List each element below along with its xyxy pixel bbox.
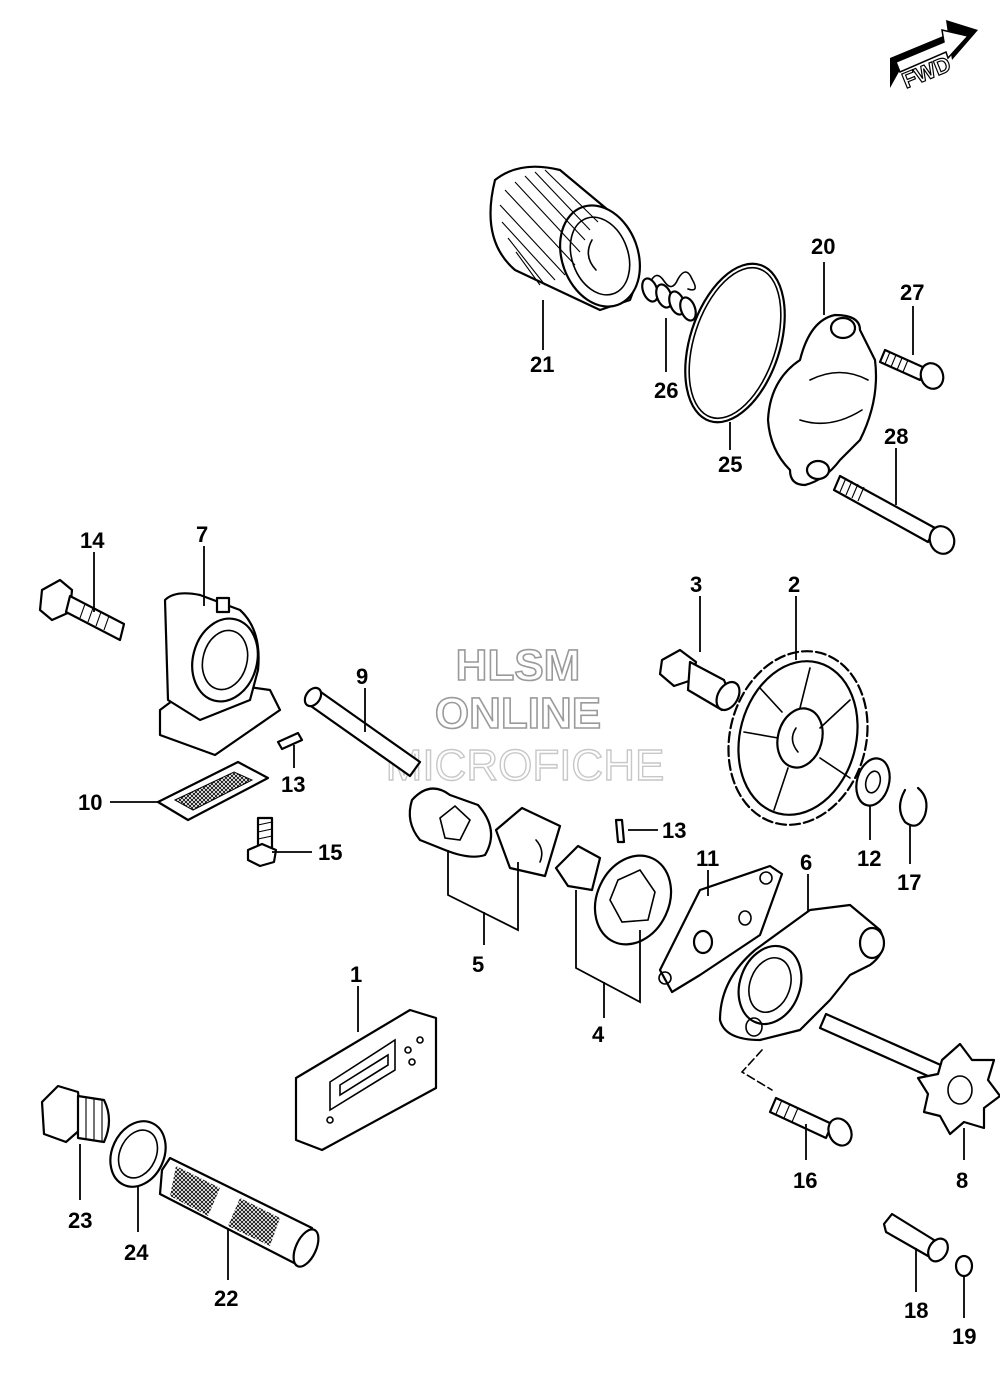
part-22-strainer[interactable] [158,1156,324,1270]
part-21-oil-filter[interactable] [489,165,654,318]
svg-text:24: 24 [124,1240,149,1265]
part-7-strainer-housing[interactable] [158,592,282,757]
svg-text:7: 7 [196,522,208,547]
svg-text:13: 13 [662,818,686,843]
part-9-shaft[interactable] [302,685,422,778]
part-2-gear[interactable] [710,635,887,840]
callout-23: 23 [68,1144,92,1233]
part-15-bolt[interactable] [246,816,278,868]
callout-5: 5 [447,850,519,977]
callout-26: 26 [654,318,678,403]
part-23-drain-plug[interactable] [40,1084,111,1144]
callout-7: 7 [196,522,208,606]
callout-4: 4 [575,890,641,1047]
svg-text:13: 13 [281,772,305,797]
callout-8: 8 [956,1128,968,1193]
part-18-fitting[interactable] [882,1212,952,1265]
svg-text:11: 11 [696,846,719,871]
callout-28: 28 [884,424,908,505]
svg-text:25: 25 [718,452,742,477]
part-10-gasket[interactable] [156,760,270,822]
callout-15: 15 [272,840,342,865]
callout-13b: 13 [628,818,686,843]
callout-27: 27 [900,280,924,355]
part-19-o-ring[interactable] [954,1254,974,1278]
part-25-o-ring[interactable] [667,251,803,435]
callout-22: 22 [214,1228,238,1311]
callout-11: 11 [696,846,719,896]
svg-text:2: 2 [788,572,800,597]
svg-text:14: 14 [80,528,105,553]
svg-text:16: 16 [793,1168,817,1193]
fwd-arrow-icon: FWD [890,20,978,94]
svg-text:8: 8 [956,1168,968,1193]
svg-text:23: 23 [68,1208,92,1233]
part-28-bolt[interactable] [832,474,958,557]
part-13-dowel-pin-lower[interactable] [614,818,626,844]
svg-text:22: 22 [214,1286,238,1311]
svg-text:6: 6 [800,850,812,875]
svg-text:20: 20 [811,234,835,259]
callout-13a: 13 [281,745,305,797]
part-20-filter-cover[interactable] [766,313,878,487]
svg-text:27: 27 [900,280,924,305]
callout-24: 24 [124,1186,149,1265]
svg-text:19: 19 [952,1324,976,1349]
callout-6: 6 [800,850,812,912]
part-12-washer[interactable] [851,755,894,810]
svg-text:18: 18 [904,1298,928,1323]
watermark-line1: HLSM [456,641,581,690]
svg-text:26: 26 [654,378,678,403]
callout-17: 17 [897,826,921,895]
part-11-plate[interactable] [658,864,784,994]
callout-12: 12 [857,806,881,871]
svg-text:28: 28 [884,424,908,449]
callout-25: 25 [718,422,742,477]
callout-14: 14 [80,528,105,612]
part-5-rotor-set[interactable] [408,787,562,878]
part-13-dowel-pin-upper[interactable] [276,731,304,751]
callout-21: 21 [530,300,554,377]
part-17-circlip[interactable] [898,786,928,827]
svg-text:10: 10 [78,790,102,815]
callout-2: 2 [788,572,800,660]
callout-3: 3 [690,572,702,652]
callout-19: 19 [952,1276,976,1349]
part-3-bolt[interactable] [658,648,744,714]
callout-20: 20 [811,234,835,315]
callout-10: 10 [78,790,160,815]
callout-16: 16 [793,1124,817,1193]
part-26-spring[interactable] [639,271,698,323]
callout-9: 9 [356,664,368,732]
callout-1: 1 [350,962,362,1032]
svg-text:17: 17 [897,870,921,895]
part-4-rotor-set[interactable] [554,843,685,957]
svg-text:4: 4 [592,1022,605,1047]
part-27-bolt[interactable] [878,348,947,392]
callout-18: 18 [904,1248,928,1323]
svg-text:3: 3 [690,572,702,597]
part-6-pump-body[interactable] [718,903,886,1042]
part-8-impeller[interactable] [818,1012,1000,1136]
svg-text:15: 15 [318,840,342,865]
svg-text:21: 21 [530,352,554,377]
svg-text:5: 5 [472,952,484,977]
watermark-line3: MICROFICHE [386,741,665,790]
part-16-bolt[interactable] [740,1049,856,1149]
watermark: HLSM ONLINE MICROFICHE [385,640,665,791]
watermark-line2: ONLINE [435,689,601,738]
part-1-gasket[interactable] [294,1008,438,1152]
svg-text:12: 12 [857,846,881,871]
svg-text:9: 9 [356,664,368,689]
part-14-bolt[interactable] [38,578,126,642]
svg-text:1: 1 [350,962,362,987]
part-24-washer[interactable] [100,1112,176,1196]
